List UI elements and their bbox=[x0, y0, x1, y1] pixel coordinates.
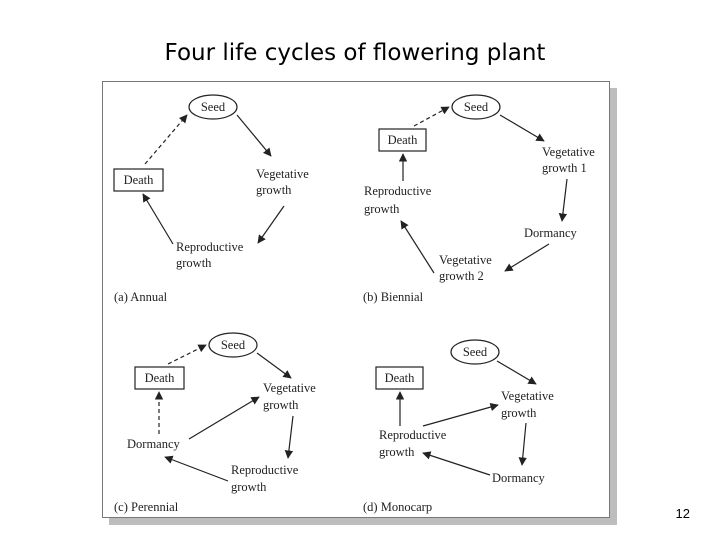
arrow-seed-to-vegetative bbox=[236, 114, 272, 157]
arrow-vegetative-1-to-dormancy bbox=[558, 178, 568, 222]
panel-caption: (d) Monocarp bbox=[363, 500, 432, 514]
arrow-vegetative-to-reproductive bbox=[257, 205, 285, 244]
seed-node bbox=[188, 94, 238, 120]
vegetative-label: Vegetative bbox=[256, 167, 309, 181]
arrow-death-to-seed bbox=[413, 106, 450, 127]
reproductive-label: growth bbox=[379, 445, 415, 459]
arrow-seed-to-vegetative bbox=[256, 352, 292, 379]
panel-annual: Seed Death Vegetative growth Reproductiv… bbox=[113, 94, 309, 304]
death-label: Death bbox=[145, 371, 176, 385]
death-node bbox=[113, 168, 164, 192]
arrow-death-to-seed bbox=[144, 114, 188, 165]
vegetative-2-label: growth 2 bbox=[439, 269, 484, 283]
arrow-dormancy-to-vegetative bbox=[188, 396, 260, 440]
slide-title: Four life cycles of flowering plant bbox=[164, 40, 546, 66]
dormancy-label: Dormancy bbox=[524, 226, 578, 240]
arrow-dormancy-to-reproductive bbox=[422, 451, 491, 476]
seed-label: Seed bbox=[463, 345, 488, 359]
death-node bbox=[134, 366, 185, 390]
vegetative-label: growth bbox=[263, 398, 299, 412]
vegetative-label: growth bbox=[501, 406, 537, 420]
arrow-vegetative-2-to-reproductive bbox=[400, 220, 435, 274]
death-node bbox=[378, 128, 427, 152]
reproductive-label: growth bbox=[231, 480, 267, 494]
death-node bbox=[375, 366, 424, 390]
arrow-reproductive-to-dormancy bbox=[164, 455, 229, 482]
vegetative-1-label: Vegetative bbox=[542, 145, 595, 159]
death-label: Death bbox=[385, 371, 416, 385]
vegetative-1-label: growth 1 bbox=[542, 161, 587, 175]
arrow-vegetative-to-dormancy bbox=[518, 422, 527, 466]
arrow-dormancy-to-vegetative-2 bbox=[504, 243, 550, 272]
reproductive-label: Reproductive bbox=[176, 240, 244, 254]
vegetative-label: Vegetative bbox=[501, 389, 554, 403]
page-number: 12 bbox=[675, 506, 690, 521]
arrow-seed-to-vegetative-1 bbox=[499, 114, 545, 142]
arrow-reproductive-to-death bbox=[142, 193, 174, 245]
death-label: Death bbox=[124, 173, 155, 187]
life-cycle-diagram: Seed Death Vegetative growth Reproductiv… bbox=[113, 94, 595, 514]
panel-caption: (c) Perennial bbox=[114, 500, 179, 514]
seed-node bbox=[450, 339, 500, 365]
dormancy-label: Dormancy bbox=[127, 437, 181, 451]
reproductive-label: Reproductive bbox=[379, 428, 447, 442]
vegetative-label: growth bbox=[256, 183, 292, 197]
panel-biennial: Seed Death Vegetative growth 1 Dormancy … bbox=[363, 94, 595, 304]
seed-node bbox=[451, 94, 501, 120]
panel-monocarp: Seed Death Vegetative growth Reproductiv… bbox=[363, 339, 554, 514]
arrow-reproductive-to-vegetative bbox=[422, 402, 499, 427]
arrow-seed-to-vegetative bbox=[496, 360, 537, 385]
vegetative-2-label: Vegetative bbox=[439, 253, 492, 267]
reproductive-label: growth bbox=[364, 202, 400, 216]
panel-caption: (b) Biennial bbox=[363, 290, 424, 304]
seed-node bbox=[208, 332, 258, 358]
life-cycle-figure: Seed Death Vegetative growth Reproductiv… bbox=[102, 81, 610, 518]
dormancy-label: Dormancy bbox=[492, 471, 546, 485]
seed-label: Seed bbox=[464, 100, 489, 114]
seed-label: Seed bbox=[201, 100, 226, 114]
death-label: Death bbox=[388, 133, 419, 147]
panel-perennial: Seed Death Vegetative growth Dormancy Re… bbox=[114, 332, 316, 514]
vegetative-label: Vegetative bbox=[263, 381, 316, 395]
reproductive-label: Reproductive bbox=[364, 184, 432, 198]
reproductive-label: Reproductive bbox=[231, 463, 299, 477]
panel-caption: (a) Annual bbox=[114, 290, 168, 304]
reproductive-label: growth bbox=[176, 256, 212, 270]
arrow-vegetative-to-reproductive bbox=[284, 415, 294, 459]
arrow-death-to-seed bbox=[167, 344, 207, 365]
seed-label: Seed bbox=[221, 338, 246, 352]
